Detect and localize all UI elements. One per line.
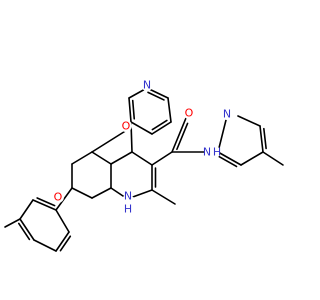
- ring-nitrogen-label: N: [124, 190, 132, 203]
- bond-1: [167, 97, 172, 123]
- methoxy-oxygen: O: [52, 191, 64, 204]
- bond-24: [217, 151, 242, 166]
- amide-hydrogen-label: H: [213, 146, 221, 159]
- atom-label-layer: N O O N H N N H O: [52, 79, 233, 216]
- pyridine-top-nitrogen-label: N: [143, 79, 151, 92]
- bond-35: [55, 209, 70, 233]
- bond-layer: [4, 87, 284, 252]
- bond-27: [237, 115, 261, 127]
- pyridine-right-nitrogen: N: [221, 108, 233, 121]
- bond-25: [240, 151, 264, 166]
- bond-17: [91, 187, 112, 199]
- ring-hydrogen-label: H: [124, 203, 132, 216]
- bond-16: [71, 187, 93, 199]
- bond-0-second: [147, 91, 165, 101]
- bond-13: [91, 151, 112, 165]
- bond-34-second: [59, 235, 72, 252]
- bond-33: [33, 239, 57, 252]
- bond-12: [131, 151, 153, 166]
- pyridine-top-nitrogen: N: [141, 79, 153, 92]
- bond-18: [91, 129, 128, 153]
- bond-10: [129, 189, 153, 199]
- amide-nitrogen-label: N: [203, 146, 211, 159]
- amide-oxygen-label: O: [185, 107, 194, 120]
- amide-oxygen: O: [183, 107, 195, 120]
- bond-20-second: [176, 122, 189, 151]
- bond-24-second: [218, 155, 238, 168]
- ring-nh: N H: [120, 190, 136, 216]
- methoxy-oxygen-label: O: [54, 191, 63, 204]
- bond-4: [128, 97, 132, 123]
- bond-26: [259, 125, 264, 153]
- bond-32: [19, 218, 35, 241]
- bond-36: [4, 218, 21, 228]
- bond-30: [32, 199, 57, 211]
- bond-9: [110, 187, 127, 199]
- bond-22: [151, 189, 176, 205]
- bond-26-second: [263, 127, 267, 150]
- bond-7: [110, 151, 133, 165]
- bond-30-second: [36, 197, 56, 207]
- bond-31: [19, 199, 34, 220]
- bond-3: [130, 121, 153, 135]
- bond-2: [151, 121, 172, 135]
- bond-29: [55, 187, 73, 211]
- pyridine-right-nitrogen-label: N: [223, 108, 231, 121]
- bond-20: [171, 117, 187, 153]
- bond-32-second: [17, 222, 31, 241]
- bond-2-second: [151, 119, 168, 131]
- amide-nh: N H: [203, 144, 221, 160]
- bond-28: [262, 151, 284, 166]
- ketone-oxygen: O: [120, 120, 132, 133]
- bond-34: [55, 231, 70, 252]
- bond-4-second: [131, 99, 136, 120]
- bond-23: [217, 119, 227, 153]
- ketone-oxygen-label: O: [122, 120, 131, 133]
- molecule-structure: N O O N H N N H O: [4, 79, 284, 252]
- bond-19: [151, 151, 173, 166]
- bond-14: [71, 151, 93, 165]
